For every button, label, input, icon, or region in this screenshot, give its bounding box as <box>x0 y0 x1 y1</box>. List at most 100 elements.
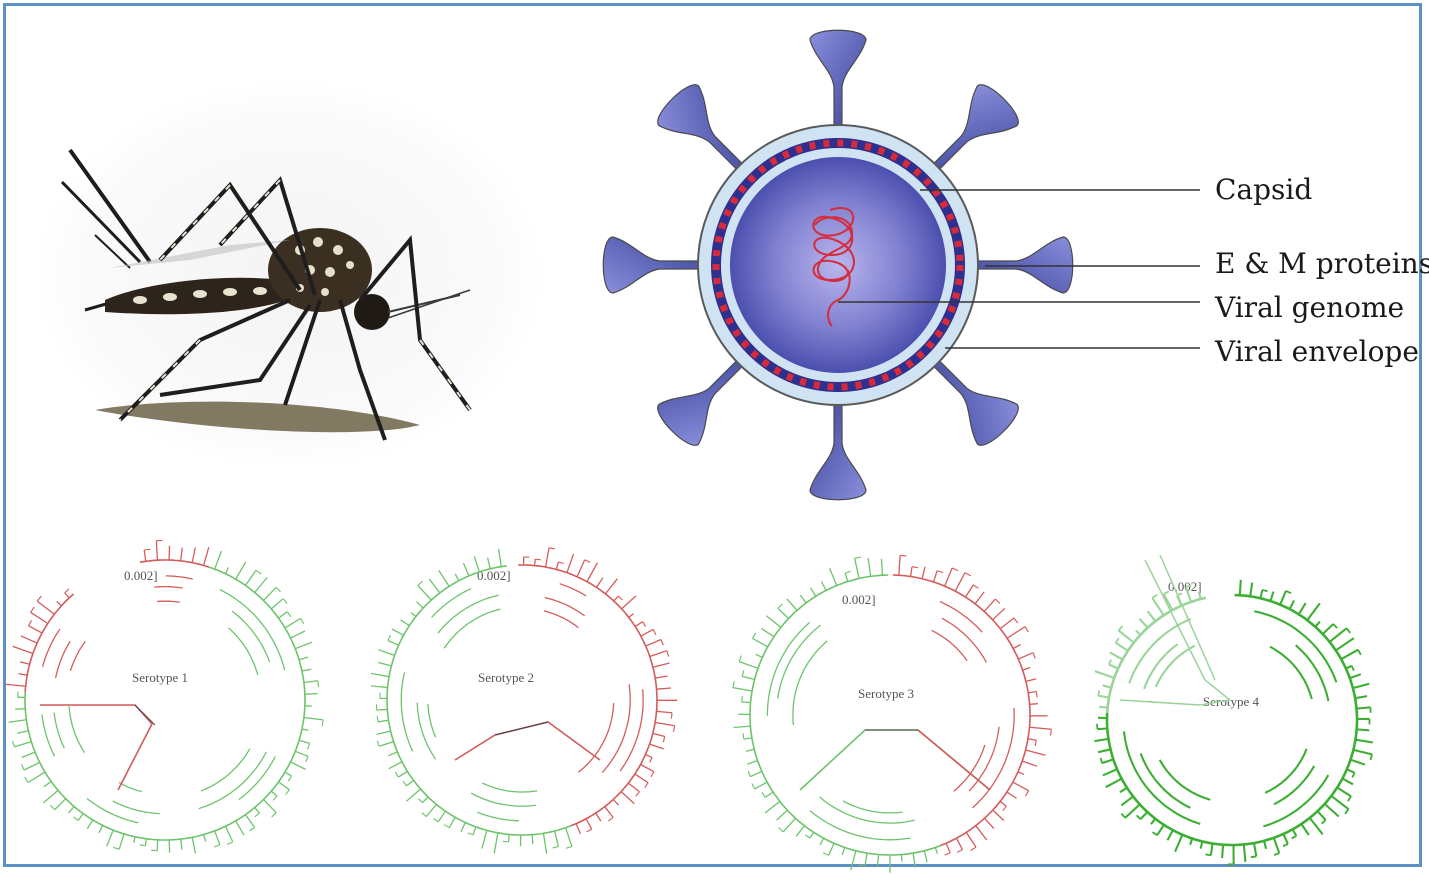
tree-branch-subarc <box>69 640 86 672</box>
tree-leaf <box>944 567 953 587</box>
tree-leaf-bracket <box>1097 690 1101 696</box>
tree-leaf <box>388 761 403 770</box>
tree-leaf-bracket <box>418 798 423 803</box>
tree-leaf <box>634 621 643 628</box>
tree-leaf <box>298 656 309 661</box>
tree-leaf <box>974 591 985 605</box>
tree-leaf <box>202 834 207 842</box>
tree-leaf <box>1314 620 1321 628</box>
tree-branch-subarc <box>766 621 811 716</box>
tree-branch-subarc <box>68 706 86 754</box>
tree-leaf-bracket <box>1185 584 1192 588</box>
tree-leaf <box>5 683 26 687</box>
tree-leaf <box>921 566 926 579</box>
tree-leaf <box>999 617 1015 630</box>
tree-leaf-bracket <box>1350 665 1355 671</box>
tree-leaf-bracket <box>1120 812 1126 819</box>
tree-leaf-bracket <box>1357 649 1362 656</box>
tree-leaf-bracket <box>387 634 391 641</box>
tree-leaf-bracket <box>956 849 963 853</box>
tree-branch-subarc <box>427 703 437 738</box>
tree-branch-subarc <box>792 640 828 726</box>
tree-leaf <box>1151 597 1165 616</box>
tree-leaf <box>1025 678 1037 683</box>
tree-leaf-bracket <box>1344 808 1350 815</box>
tree-leaf <box>945 843 951 854</box>
tree-leaf <box>1018 652 1034 660</box>
tree-leaf-bracket <box>1332 623 1338 629</box>
tree-branch-subarc <box>819 796 915 824</box>
tree-branch-subarc <box>1254 610 1338 683</box>
tree-leaf <box>1028 690 1037 694</box>
tree-leaf <box>553 830 560 847</box>
tree-branch-subarc <box>154 585 183 589</box>
tree-leaf <box>764 791 774 798</box>
tree-branch-subarc <box>157 600 180 603</box>
tree-leaf <box>1242 844 1247 862</box>
tree-leaf <box>301 728 309 731</box>
tree-branch-subarc <box>1294 644 1330 702</box>
tree-leaf-bracket <box>747 770 751 777</box>
tree-leaf <box>1238 579 1242 596</box>
tree-leaf <box>1146 610 1157 622</box>
tree-leaf-bracket <box>535 558 541 561</box>
tree-leaf <box>1120 795 1134 807</box>
tree-branch-subarc <box>1273 765 1316 806</box>
protein-spike <box>657 84 745 172</box>
tree-leaf <box>106 829 114 847</box>
tree-leaf <box>955 837 964 850</box>
tree-leaf <box>820 581 827 591</box>
tree-branch-subarc <box>941 617 987 663</box>
tree-leaf <box>1321 623 1335 635</box>
viral-genome-rna <box>812 207 855 327</box>
tree-leaf-bracket <box>1250 855 1257 859</box>
tree-branch-subarc <box>1128 618 1192 684</box>
tree-leaf <box>1300 823 1310 836</box>
tree-leaf <box>36 600 55 615</box>
tree-leaf-bracket <box>1025 790 1030 797</box>
tree-branch-subarc <box>437 594 499 634</box>
tree-leaf <box>964 584 974 598</box>
tree-leaf <box>254 576 268 593</box>
tree-leaf <box>284 617 301 629</box>
tree-leaf <box>20 635 38 644</box>
tree-leaf-bracket <box>822 852 829 856</box>
tree-leaf-bracket <box>300 618 305 625</box>
viral-genome-label: Viral genome <box>1214 291 1404 324</box>
tree-branch-subarc <box>443 608 501 649</box>
tree-leaf <box>1115 641 1129 652</box>
tree-leaf <box>214 550 223 570</box>
tree-leaf <box>1308 817 1324 835</box>
tree-leaf <box>1097 748 1111 754</box>
tree-leaf <box>754 781 768 790</box>
tree-leaf-bracket <box>1108 659 1113 665</box>
tree-leaf <box>1094 737 1109 743</box>
tree-leaf <box>284 771 292 777</box>
tree-leaf <box>1353 748 1373 756</box>
tree-leaf <box>1166 829 1174 841</box>
tree-leaf <box>786 598 798 611</box>
tree-leaf-bracket <box>1117 625 1124 632</box>
tree-leaf-bracket <box>20 764 25 771</box>
tree-leaf <box>640 628 654 637</box>
tree-leaf <box>1328 627 1348 643</box>
tree-leaf <box>481 830 488 849</box>
tree-leaf <box>473 556 481 573</box>
tree-leaf <box>1355 738 1374 744</box>
tree-leaf-bracket <box>584 559 591 563</box>
tree-leaf-bracket <box>1151 594 1158 599</box>
tree-leaf <box>992 809 1005 821</box>
tree-leaf <box>1027 738 1037 741</box>
tree-leaf <box>43 780 52 788</box>
tree-leaf-bracket <box>1347 795 1352 802</box>
tree-leaf <box>649 650 668 658</box>
tree-branch-subarc <box>939 601 983 633</box>
tree-branch-arc <box>139 559 210 568</box>
tree-leaf <box>595 812 602 822</box>
tree-leaf <box>640 763 655 773</box>
tree-leaf <box>1199 841 1204 849</box>
tree-leaf <box>262 586 277 601</box>
tree-leaf-bracket <box>854 556 862 559</box>
tree-branch-arc <box>208 566 306 701</box>
tree-leaf <box>290 630 306 639</box>
